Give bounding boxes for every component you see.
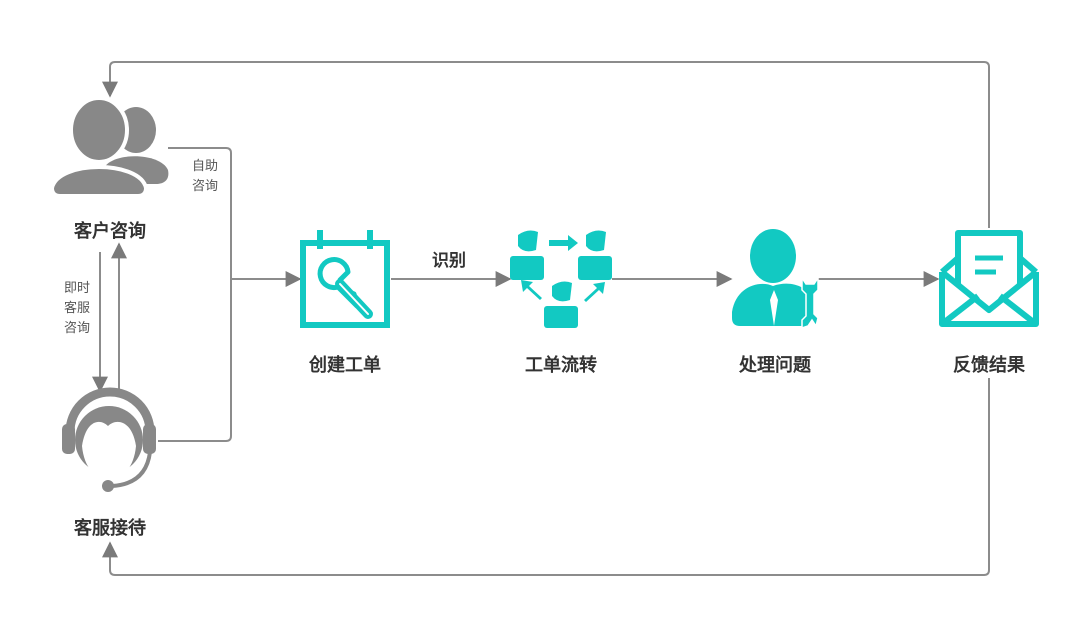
edge-self-service-label: 自助咨询 [191, 159, 218, 194]
wrench-calendar-icon [300, 230, 390, 328]
reception-to-ticket-line [158, 279, 232, 442]
worker-wrench-icon [732, 229, 819, 330]
node-handle-issue-label: 处理问题 [739, 355, 811, 376]
node-create-ticket-label: 创建工单 [309, 355, 381, 376]
node-feedback-result-label: 反馈结果 [953, 355, 1025, 376]
headset-agent-icon [62, 387, 156, 492]
node-customer-inquiry-label: 客户咨询 [74, 221, 146, 242]
node-ticket-flow-label: 工单流转 [525, 355, 597, 376]
node-service-reception-label: 客服接待 [74, 518, 146, 539]
edge-identify-label: 识别 [432, 251, 466, 271]
edge-instant-service-label: 即时客服咨询 [63, 281, 90, 336]
people-exchange-icon [510, 230, 612, 328]
feedback-loop-top-line [102, 61, 990, 228]
envelope-letter-icon [939, 230, 1039, 327]
users-icon [49, 96, 169, 198]
self-service-line [168, 147, 302, 287]
feedback-loop-bottom-line [102, 378, 990, 576]
